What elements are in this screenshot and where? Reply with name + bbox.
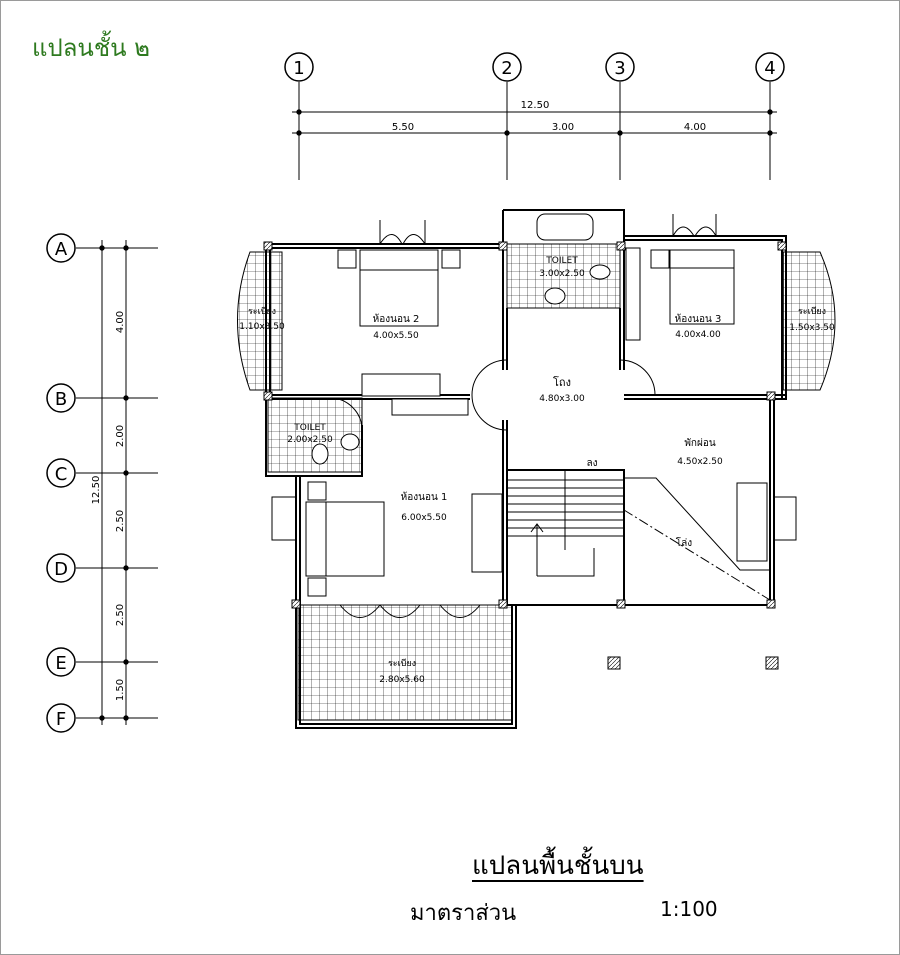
walls bbox=[265, 209, 787, 729]
room-bedroom-3: ห้องนอน 3 4.00x4.00 bbox=[675, 313, 722, 340]
dim-left-seg-3: 2.50 bbox=[115, 510, 126, 532]
svg-text:TOILET: TOILET bbox=[545, 256, 578, 266]
grid-bubble-row-f: F bbox=[46, 703, 76, 733]
page-title: แปลนชั้น ๒ bbox=[32, 34, 150, 62]
staircase bbox=[507, 470, 624, 577]
tiled-floors bbox=[237, 243, 836, 721]
dim-top-seg-1: 5.50 bbox=[392, 122, 414, 133]
scale-label: มาตราส่วน bbox=[410, 901, 517, 926]
grid-bubble-col-4: 4 bbox=[755, 52, 785, 82]
plan-heading: แปลนพื้นชั้นบน bbox=[472, 851, 644, 881]
svg-text:ระเบียง: ระเบียง bbox=[798, 306, 826, 317]
svg-text:D: D bbox=[54, 559, 68, 580]
dim-left-total: 12.50 bbox=[91, 476, 102, 505]
doors bbox=[271, 214, 797, 618]
dim-left-seg-2: 2.00 bbox=[115, 425, 126, 447]
svg-text:ระเบียง: ระเบียง bbox=[388, 658, 416, 669]
svg-text:4.50x2.50: 4.50x2.50 bbox=[677, 457, 723, 467]
svg-text:F: F bbox=[56, 709, 66, 730]
svg-text:2: 2 bbox=[501, 58, 512, 79]
svg-text:3: 3 bbox=[614, 58, 625, 79]
svg-text:พักผ่อน: พักผ่อน bbox=[684, 438, 716, 449]
row-grid bbox=[76, 240, 158, 725]
svg-text:4: 4 bbox=[764, 58, 775, 79]
room-bedroom-1: ห้องนอน 1 6.00x5.50 bbox=[401, 491, 448, 523]
svg-text:6.00x5.50: 6.00x5.50 bbox=[401, 513, 447, 523]
grid-bubble-row-a: A bbox=[46, 233, 76, 263]
svg-text:2.00x2.50: 2.00x2.50 bbox=[287, 435, 333, 445]
svg-text:2.80x5.60: 2.80x5.60 bbox=[379, 675, 425, 685]
dim-top-seg-3: 4.00 bbox=[684, 122, 706, 133]
svg-text:ห้องนอน 2: ห้องนอน 2 bbox=[373, 313, 420, 325]
void-label: โล่ง bbox=[676, 536, 692, 549]
void-lines bbox=[623, 477, 771, 601]
dim-top-total: 12.50 bbox=[521, 100, 550, 111]
dim-left-seg-4: 2.50 bbox=[115, 604, 126, 626]
grid-bubble-row-e: E bbox=[46, 647, 76, 677]
svg-text:3.00x2.50: 3.00x2.50 bbox=[539, 269, 585, 279]
grid-bubble-row-c: C bbox=[46, 458, 76, 488]
svg-text:B: B bbox=[55, 389, 67, 410]
svg-text:ห้องนอน 3: ห้องนอน 3 bbox=[675, 313, 722, 325]
dim-left-seg-5: 1.50 bbox=[115, 679, 126, 701]
svg-text:E: E bbox=[55, 653, 66, 674]
svg-text:C: C bbox=[55, 464, 68, 485]
room-bedroom-2: ห้องนอน 2 4.00x5.50 bbox=[373, 313, 420, 341]
grid-bubble-col-1: 1 bbox=[284, 52, 314, 82]
svg-text:โถง: โถง bbox=[553, 375, 571, 389]
furniture bbox=[305, 213, 768, 597]
dim-top-seg-2: 3.00 bbox=[552, 122, 574, 133]
svg-text:1: 1 bbox=[293, 58, 304, 79]
room-living: พักผ่อน 4.50x2.50 bbox=[677, 438, 723, 467]
room-hall: โถง 4.80x3.00 bbox=[539, 375, 585, 404]
svg-text:ระเบียง: ระเบียง bbox=[248, 306, 276, 317]
svg-text:ห้องนอน 1: ห้องนอน 1 bbox=[401, 491, 448, 503]
room-toilet-top: TOILET 3.00x2.50 bbox=[539, 256, 585, 279]
svg-text:A: A bbox=[55, 239, 68, 260]
structural-columns bbox=[263, 241, 787, 670]
grid-bubble-col-2: 2 bbox=[492, 52, 522, 82]
svg-text:4.80x3.00: 4.80x3.00 bbox=[539, 394, 585, 404]
room-balcony-bottom: ระเบียง 2.80x5.60 bbox=[379, 658, 425, 685]
grid-bubble-row-d: D bbox=[46, 553, 76, 583]
grid-bubble-row-b: B bbox=[46, 383, 76, 413]
top-dimension-lines bbox=[292, 109, 777, 136]
room-balcony-right: ระเบียง 1.50x3.50 bbox=[789, 306, 835, 333]
room-balcony-left: ระเบียง 1.10x3.50 bbox=[239, 306, 285, 332]
dim-left-seg-1: 4.00 bbox=[115, 311, 126, 333]
svg-text:4.00x5.50: 4.00x5.50 bbox=[373, 331, 419, 341]
grid-bubble-col-3: 3 bbox=[605, 52, 635, 82]
svg-text:1.10x3.50: 1.10x3.50 bbox=[239, 322, 285, 332]
svg-text:1.50x3.50: 1.50x3.50 bbox=[789, 323, 835, 333]
svg-text:TOILET: TOILET bbox=[293, 423, 326, 433]
svg-text:4.00x4.00: 4.00x4.00 bbox=[675, 330, 721, 340]
room-toilet-left: TOILET 2.00x2.50 bbox=[287, 423, 333, 445]
scale-value: 1:100 bbox=[660, 897, 718, 921]
stair-label: ลง bbox=[586, 458, 597, 469]
